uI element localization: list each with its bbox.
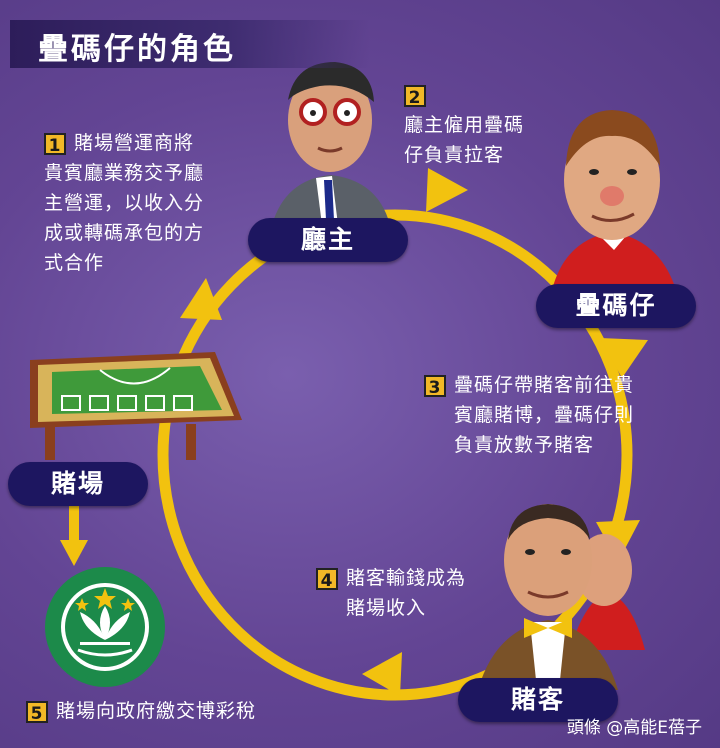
emblem-bottom-text: MACAU <box>83 669 128 683</box>
arrow-head-top <box>426 168 468 212</box>
role-label-gambler: 賭客 <box>458 678 618 722</box>
casino-table-illustration <box>30 352 242 460</box>
arrow-head-left <box>180 278 222 320</box>
step-1-line-5: 式合作 <box>44 252 105 274</box>
step-1-line-3: 主營運，以收入分 <box>44 192 205 214</box>
step-3-line-2: 賓廳賭博，疊碼仔則 <box>454 404 635 426</box>
step-4-number: 4 <box>316 567 338 591</box>
role-label-owner: 廳主 <box>248 218 408 262</box>
step-1-line-1: 賭場營運商將 <box>74 132 195 154</box>
step-3-line-1: 疊碼仔帶賭客前往貴 <box>454 374 635 396</box>
step-2-line-2: 仔負責拉客 <box>404 144 505 166</box>
page-title: 疊碼仔的角色 <box>38 32 236 67</box>
role-label-agent: 疊碼仔 <box>536 284 696 328</box>
gambler-illustration <box>478 504 645 690</box>
step-1-line-4: 成或轉碼承包的方 <box>44 222 205 244</box>
step-2: 2 廳主僱用疊碼 仔負責拉客 <box>404 80 524 170</box>
step-1: 1 賭場營運商將 貴賓廳業務交予廳 主營運，以收入分 成或轉碼承包的方 式合作 <box>44 128 204 278</box>
watermark: 頭條 @高能E蓓子 <box>566 718 702 738</box>
down-arrow-head <box>60 540 88 566</box>
step-2-number: 2 <box>404 84 426 108</box>
step-4-line-1: 賭客輸錢成為 <box>346 567 467 589</box>
title-bar <box>10 20 370 68</box>
arrow-head-bottom <box>362 652 402 696</box>
cycle-ring <box>157 209 633 701</box>
step-2-line-1: 廳主僱用疊碼 <box>404 114 525 136</box>
role-label-casino: 賭場 <box>8 462 148 506</box>
step-4-line-2: 賭場收入 <box>346 597 427 619</box>
hall-owner-illustration <box>272 62 390 225</box>
step-5-number: 5 <box>26 700 48 724</box>
macau-emblem-illustration: MACAU <box>45 567 165 687</box>
agent-illustration <box>552 110 676 290</box>
step-4: 4 賭客輸錢成為 賭場收入 <box>316 563 466 623</box>
step-3: 3 疊碼仔帶賭客前往貴 賓廳賭博，疊碼仔則 負責放數予賭客 <box>424 370 634 460</box>
step-1-line-2: 貴賓廳業務交予廳 <box>44 162 205 184</box>
arrow-head-right <box>600 338 648 378</box>
step-3-line-3: 負責放數予賭客 <box>454 434 595 456</box>
step-1-number: 1 <box>44 132 66 156</box>
step-5-line-1: 賭場向政府繳交博彩稅 <box>56 700 257 722</box>
step-3-number: 3 <box>424 374 446 398</box>
down-arrow-shaft <box>69 502 79 542</box>
step-5: 5 賭場向政府繳交博彩稅 <box>26 696 256 726</box>
